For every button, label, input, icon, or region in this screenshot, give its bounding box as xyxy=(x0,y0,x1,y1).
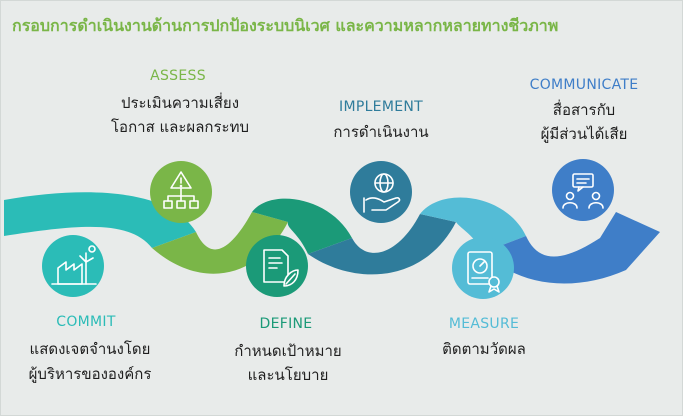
page-title: กรอบการดำเนินงานด้านการปกป้องระบบนิเวศ แ… xyxy=(12,16,559,35)
step-circle-commit xyxy=(42,235,104,297)
step-label-implement: IMPLEMENT xyxy=(339,99,423,115)
step-desc-communicate-line-2: ผู้มีส่วนได้เสีย xyxy=(540,125,628,143)
step-label-commit: COMMIT xyxy=(56,314,116,330)
report-gauge-icon xyxy=(467,251,500,293)
wind-solar-factory-icon xyxy=(51,245,97,285)
warning-network-icon xyxy=(163,171,199,209)
step-circle-define xyxy=(246,235,308,297)
step-desc-define-line-2: และนโยบาย xyxy=(247,366,329,384)
step-desc-communicate-line-1: สื่อสารกับ xyxy=(552,101,616,119)
step-label-define: DEFINE xyxy=(259,316,313,332)
step-desc-assess-line-1: ประเมินความเสี่ยง xyxy=(120,94,240,112)
hand-globe-icon xyxy=(363,173,401,213)
step-label-measure: MEASURE xyxy=(448,316,520,332)
step-circle-measure xyxy=(452,237,514,299)
step-desc-commit-line-2: ผู้บริหารขององค์กร xyxy=(28,365,152,383)
ribbon-segment-commit xyxy=(4,192,196,248)
ribbon-segment-measure xyxy=(420,197,526,252)
step-desc-define-line-1: กำหนดเป้าหมาย xyxy=(234,342,342,360)
ribbon-segment-define xyxy=(252,198,352,254)
step-desc-assess-line-2: โอกาส และผลกระทบ xyxy=(111,118,249,136)
step-label-communicate: COMMUNICATE xyxy=(529,77,639,93)
step-circle-communicate xyxy=(552,159,614,221)
ribbon-segment-implement xyxy=(308,214,456,275)
step-label-assess: ASSESS xyxy=(150,68,206,84)
step-desc-measure-line-1: ติดตามวัดผล xyxy=(442,340,526,358)
step-desc-implement-line-1: การดำเนินงาน xyxy=(333,123,429,141)
ribbon-segment-communicate xyxy=(484,212,660,284)
stakeholder-chat-icon xyxy=(562,173,604,209)
document-leaf-icon xyxy=(263,249,299,287)
step-desc-commit-line-1: แสดงเจตจำนงโดย xyxy=(29,340,151,358)
